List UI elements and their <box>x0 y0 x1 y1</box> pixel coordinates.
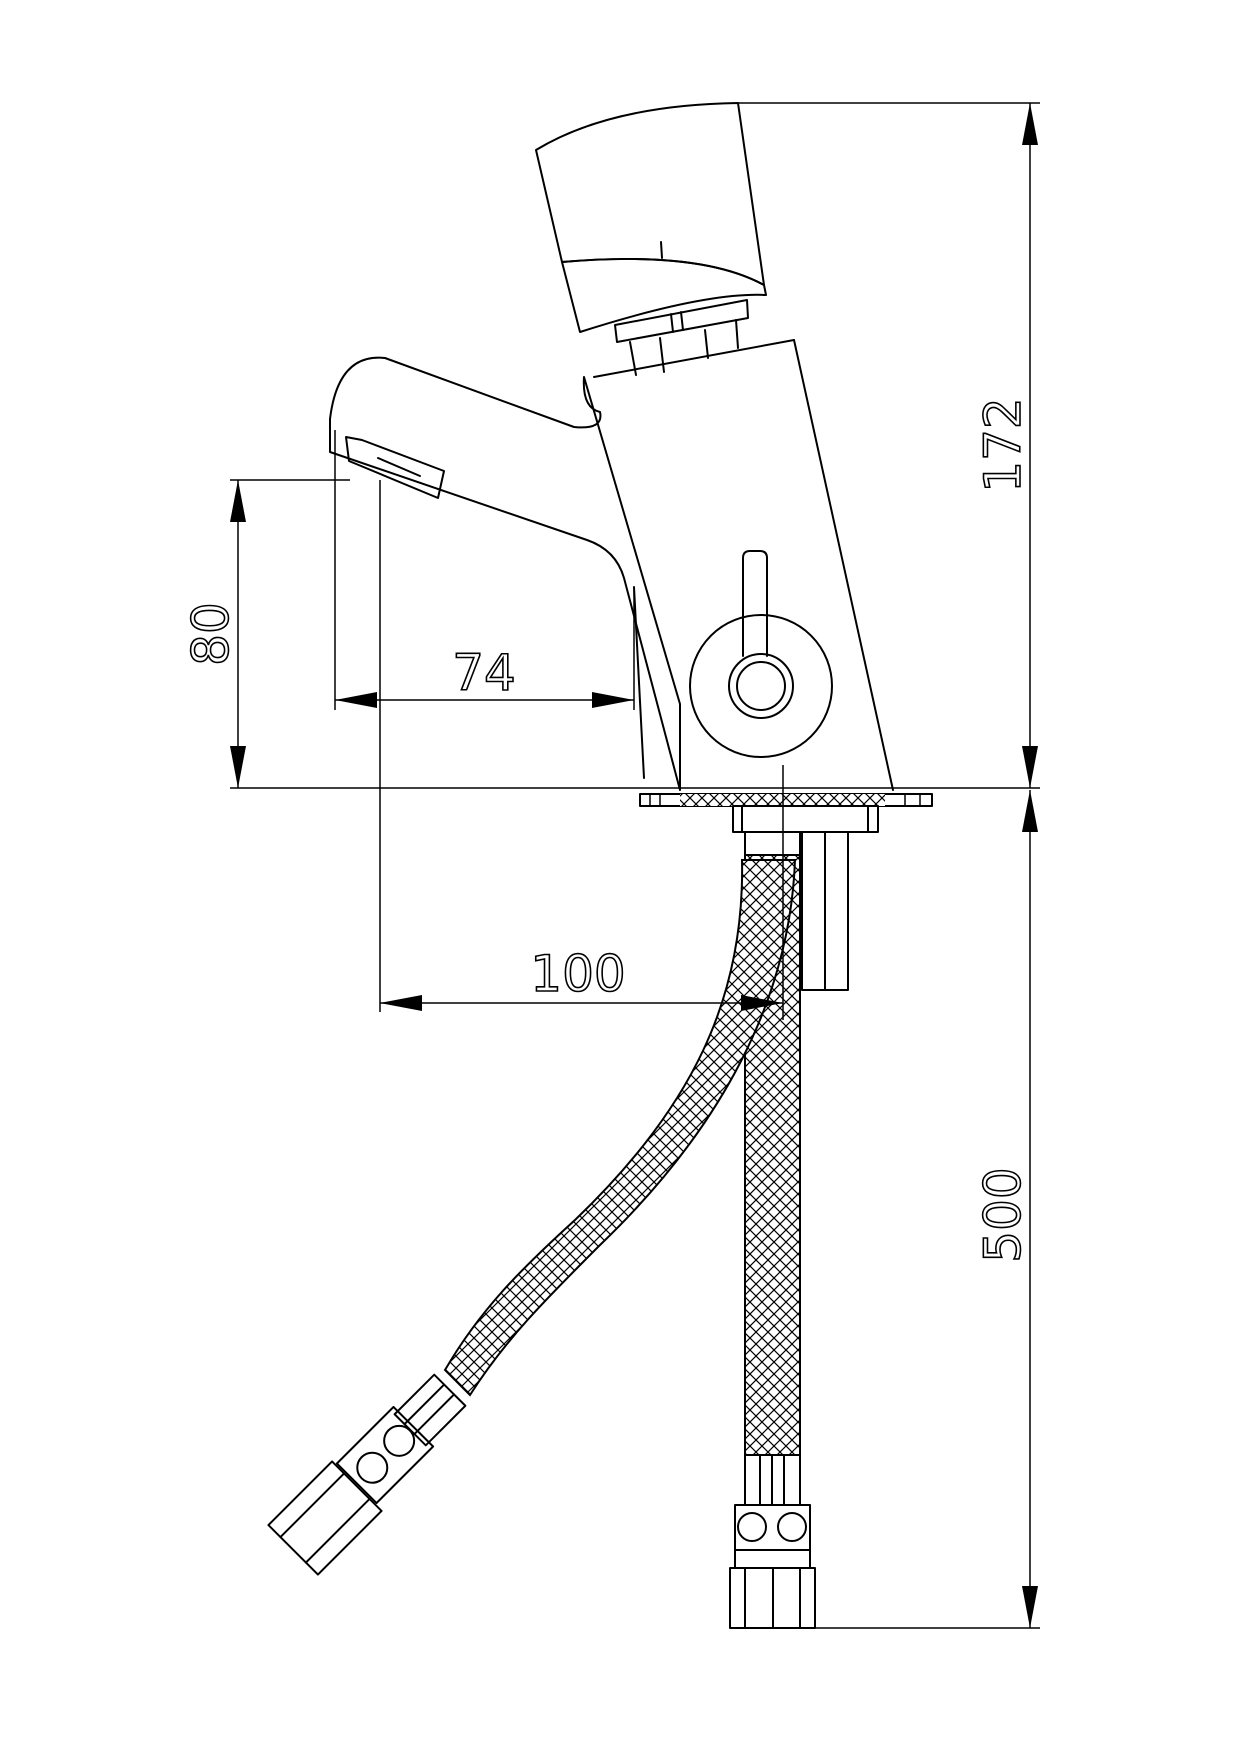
supply-hoses <box>267 831 816 1629</box>
curved-hose <box>443 859 797 1397</box>
dim-80-label: 80 <box>182 602 240 666</box>
curved-hose-coupling <box>267 1460 383 1576</box>
valve-knob-outer <box>689 614 833 758</box>
curved-hose-nut <box>335 1405 435 1505</box>
dim-172-label: 172 <box>974 397 1032 492</box>
dim-100-label: 100 <box>530 945 625 1003</box>
dim-500-label: 500 <box>974 1167 1032 1262</box>
dim-74-label: 74 <box>452 644 516 702</box>
base-fitting <box>732 805 879 833</box>
push-button-cap <box>535 102 765 286</box>
button-nut <box>614 299 749 343</box>
push-button-skirt <box>561 257 767 333</box>
straight-hose-top-ferrule <box>744 831 801 856</box>
faucet-body <box>329 102 933 991</box>
curved-hose-ferrule <box>393 1373 467 1447</box>
aerator <box>345 436 445 499</box>
valve-knob-inner <box>728 653 794 719</box>
faucet-body-outline <box>329 356 681 791</box>
dimension-lines <box>230 102 1040 1629</box>
straight-hose-nut <box>734 1504 811 1551</box>
lever <box>742 550 768 657</box>
